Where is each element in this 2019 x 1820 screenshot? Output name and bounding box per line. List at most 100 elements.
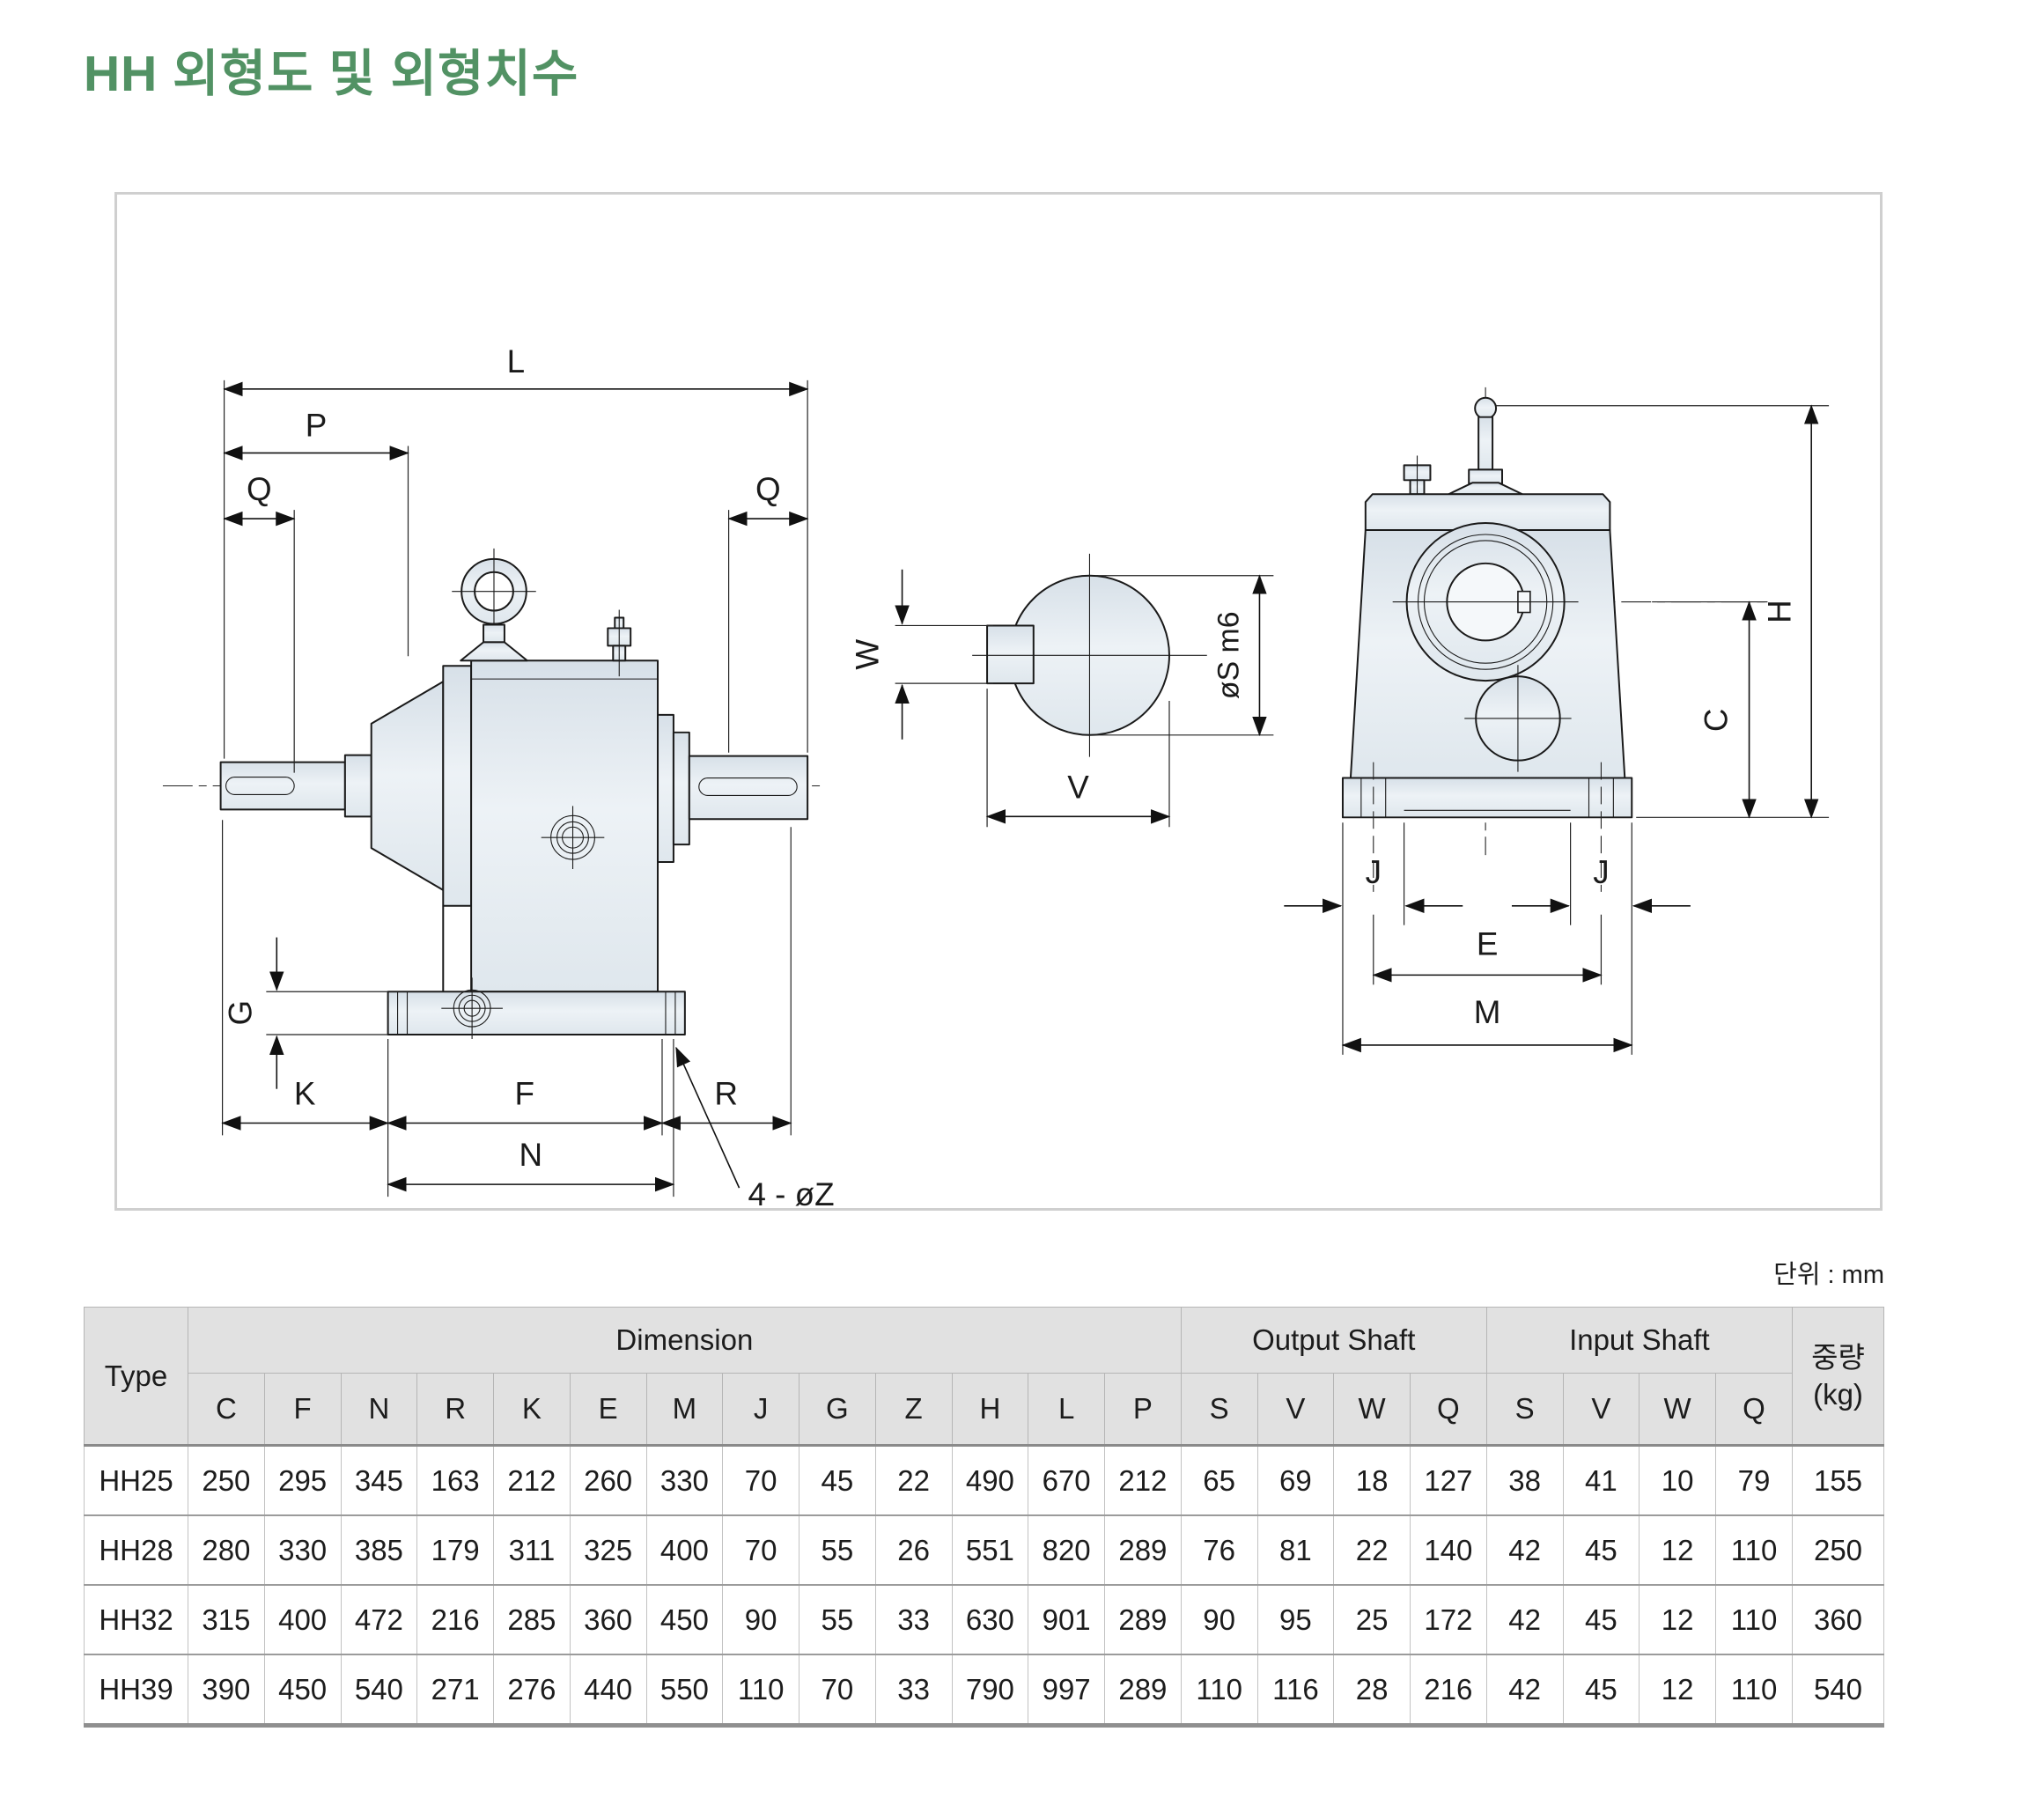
table-cell: 70: [722, 1445, 799, 1515]
table-cell: 450: [263, 1654, 342, 1726]
column-header-j-7: J: [722, 1373, 799, 1446]
table-cell: 12: [1639, 1515, 1716, 1585]
table-cell: 345: [340, 1445, 418, 1515]
table-cell: 997: [1028, 1654, 1105, 1726]
dim-label-holes: 4 - øZ: [748, 1176, 834, 1208]
table-cell: 140: [1410, 1515, 1487, 1585]
table-cell: 42: [1485, 1515, 1564, 1585]
column-header-e-5: E: [569, 1373, 647, 1446]
table-cell: 110: [1715, 1585, 1793, 1654]
dim-label-J-right: J: [1593, 854, 1609, 890]
table-cell: 212: [1104, 1445, 1182, 1515]
row-type-hh25: HH25: [84, 1445, 188, 1515]
table-cell: 216: [1410, 1654, 1487, 1726]
table-cell: 12: [1639, 1654, 1716, 1726]
table-cell: 22: [874, 1445, 953, 1515]
table-cell: 212: [493, 1445, 571, 1515]
column-header-g-8: G: [799, 1373, 876, 1446]
row-type-hh28: HH28: [84, 1515, 188, 1585]
dim-label-J-left: J: [1366, 854, 1382, 890]
table-cell: 790: [951, 1654, 1029, 1726]
table-cell: 90: [1180, 1585, 1258, 1654]
outline-drawing-svg: L P Q Q G K F R N: [162, 343, 1830, 1208]
table-cell: 12: [1639, 1585, 1716, 1654]
table-cell: 400: [263, 1585, 342, 1654]
table-cell: 10: [1639, 1445, 1716, 1515]
column-header-k-4: K: [493, 1373, 571, 1446]
dim-label-W: W: [850, 639, 886, 670]
dim-label-F: F: [515, 1076, 534, 1112]
weight-unit-label: (kg): [1813, 1377, 1863, 1411]
table-cell: 630: [951, 1585, 1029, 1654]
table-cell: 55: [799, 1515, 876, 1585]
column-header-q-20: Q: [1715, 1373, 1793, 1446]
table-cell: 41: [1562, 1445, 1640, 1515]
table-cell: 285: [493, 1585, 571, 1654]
table-cell: 540: [1792, 1654, 1884, 1726]
column-header-c-0: C: [188, 1373, 265, 1446]
table-cell: 289: [1104, 1585, 1182, 1654]
table-cell: 551: [951, 1515, 1029, 1585]
table-cell: 250: [1792, 1515, 1884, 1585]
column-header-p-12: P: [1104, 1373, 1182, 1446]
table-cell: 490: [951, 1445, 1029, 1515]
table-cell: 280: [188, 1515, 265, 1585]
dim-label-R: R: [714, 1076, 738, 1112]
dim-label-N: N: [519, 1137, 542, 1173]
table-cell: 110: [722, 1654, 799, 1726]
column-group-weight: 중량 (kg): [1792, 1307, 1884, 1446]
column-header-m-6: M: [645, 1373, 724, 1446]
column-group-input-shaft: Input Shaft: [1485, 1307, 1794, 1374]
table-cell: 45: [799, 1445, 876, 1515]
column-header-s-17: S: [1485, 1373, 1564, 1446]
dim-label-L: L: [507, 343, 525, 379]
table-cell: 250: [188, 1445, 265, 1515]
table-cell: 360: [569, 1585, 647, 1654]
column-group-dimension: Dimension: [188, 1307, 1182, 1374]
shaft-section-view: W V øS m6: [850, 553, 1274, 828]
dim-label-Q-right: Q: [755, 471, 781, 507]
unit-note: 단위 : mm: [1773, 1261, 1884, 1289]
table-cell: 163: [416, 1445, 494, 1515]
table-cell: 25: [1333, 1585, 1411, 1654]
dim-label-M: M: [1474, 994, 1501, 1030]
column-header-q-16: Q: [1410, 1373, 1487, 1446]
table-cell: 315: [188, 1585, 265, 1654]
table-cell: 216: [416, 1585, 494, 1654]
table-cell: 311: [493, 1515, 571, 1585]
column-group-output-shaft: Output Shaft: [1180, 1307, 1487, 1374]
table-cell: 295: [263, 1445, 342, 1515]
column-header-w-19: W: [1639, 1373, 1716, 1446]
dimension-table: Type Dimension Output Shaft Input Shaft …: [84, 1307, 1884, 1728]
table-cell: 33: [874, 1654, 953, 1726]
table-cell: 820: [1028, 1515, 1105, 1585]
table-cell: 81: [1256, 1515, 1335, 1585]
row-type-hh39: HH39: [84, 1654, 188, 1726]
table-cell: 95: [1256, 1585, 1335, 1654]
table-cell: 110: [1715, 1515, 1793, 1585]
table-cell: 70: [799, 1654, 876, 1726]
table-cell: 26: [874, 1515, 953, 1585]
table-cell: 55: [799, 1585, 876, 1654]
table-cell: 901: [1028, 1585, 1105, 1654]
table-cell: 45: [1562, 1585, 1640, 1654]
table-cell: 116: [1256, 1654, 1335, 1726]
table-cell: 450: [645, 1585, 724, 1654]
front-view: H C J J E M: [1284, 387, 1830, 1055]
table-cell: 276: [493, 1654, 571, 1726]
dim-label-H: H: [1761, 600, 1797, 623]
table-cell: 400: [645, 1515, 724, 1585]
table-cell: 670: [1028, 1445, 1105, 1515]
table-cell: 260: [569, 1445, 647, 1515]
table-cell: 110: [1715, 1654, 1793, 1726]
table-cell: 33: [874, 1585, 953, 1654]
table-cell: 172: [1410, 1585, 1487, 1654]
weight-label: 중량: [1811, 1341, 1865, 1374]
table-cell: 110: [1180, 1654, 1258, 1726]
table-cell: 65: [1180, 1445, 1258, 1515]
